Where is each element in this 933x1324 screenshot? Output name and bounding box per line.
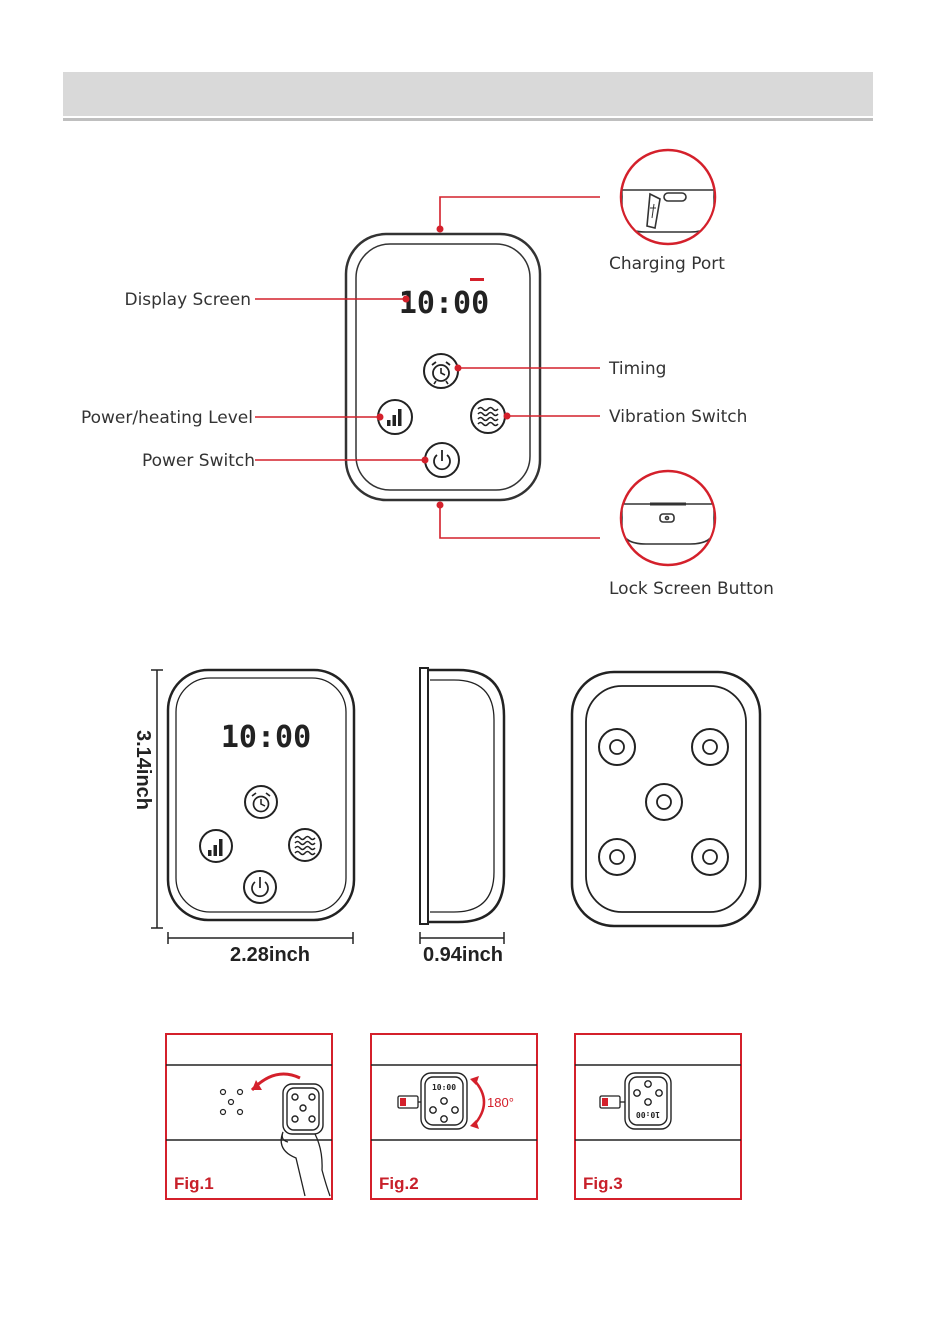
power-button-small [244,871,276,903]
width-dimension-line [168,932,353,944]
label-power-heating-level: Power/heating Level [81,408,253,428]
device-front-flipped: 10:00 [625,1073,671,1129]
depth-dimension-line [420,932,504,944]
display-time-small: 10:00 [221,720,311,755]
display-time: 10:00 [399,286,489,321]
fig2-panel: 10:00 180° Fig.2 [371,1034,537,1199]
device-back-view [572,672,760,926]
power-switch-button[interactable] [425,443,459,477]
label-power-switch: Power Switch [142,451,255,471]
label-vibration-switch: Vibration Switch [609,407,747,427]
vibration-switch-button[interactable] [471,399,505,433]
fig1-panel: Fig.1 [166,1034,332,1199]
height-label: 3.14inch [132,730,154,810]
label-timing: Timing [608,359,666,379]
device-front-rotated: 10:00 [421,1073,467,1129]
vibration-button-small [289,829,321,861]
device-front-dimension: 10:00 [168,670,354,920]
lock-button-zoom [621,471,715,565]
fig1-label: Fig.1 [174,1174,214,1193]
label-display-screen: Display Screen [124,290,251,310]
label-lock-screen-button: Lock Screen Button [609,579,774,599]
device-back-small [283,1084,323,1134]
label-charging-port: Charging Port [609,254,725,274]
device-side-view [420,668,504,924]
display-indicator [470,278,484,281]
depth-label: 0.94inch [423,944,503,966]
rotation-label: 180° [487,1095,514,1110]
charging-port-zoom [621,150,715,244]
fig3-panel: 10:00 Fig.3 [575,1034,741,1199]
width-label: 2.28inch [230,944,310,966]
timing-button-small [245,786,277,818]
timing-button[interactable] [424,354,458,388]
fig2-label: Fig.2 [379,1174,419,1193]
fig3-time: 10:00 [636,1110,660,1119]
power-level-button-small [200,830,232,862]
fig2-time: 10:00 [432,1083,456,1092]
fig3-label: Fig.3 [583,1174,623,1193]
